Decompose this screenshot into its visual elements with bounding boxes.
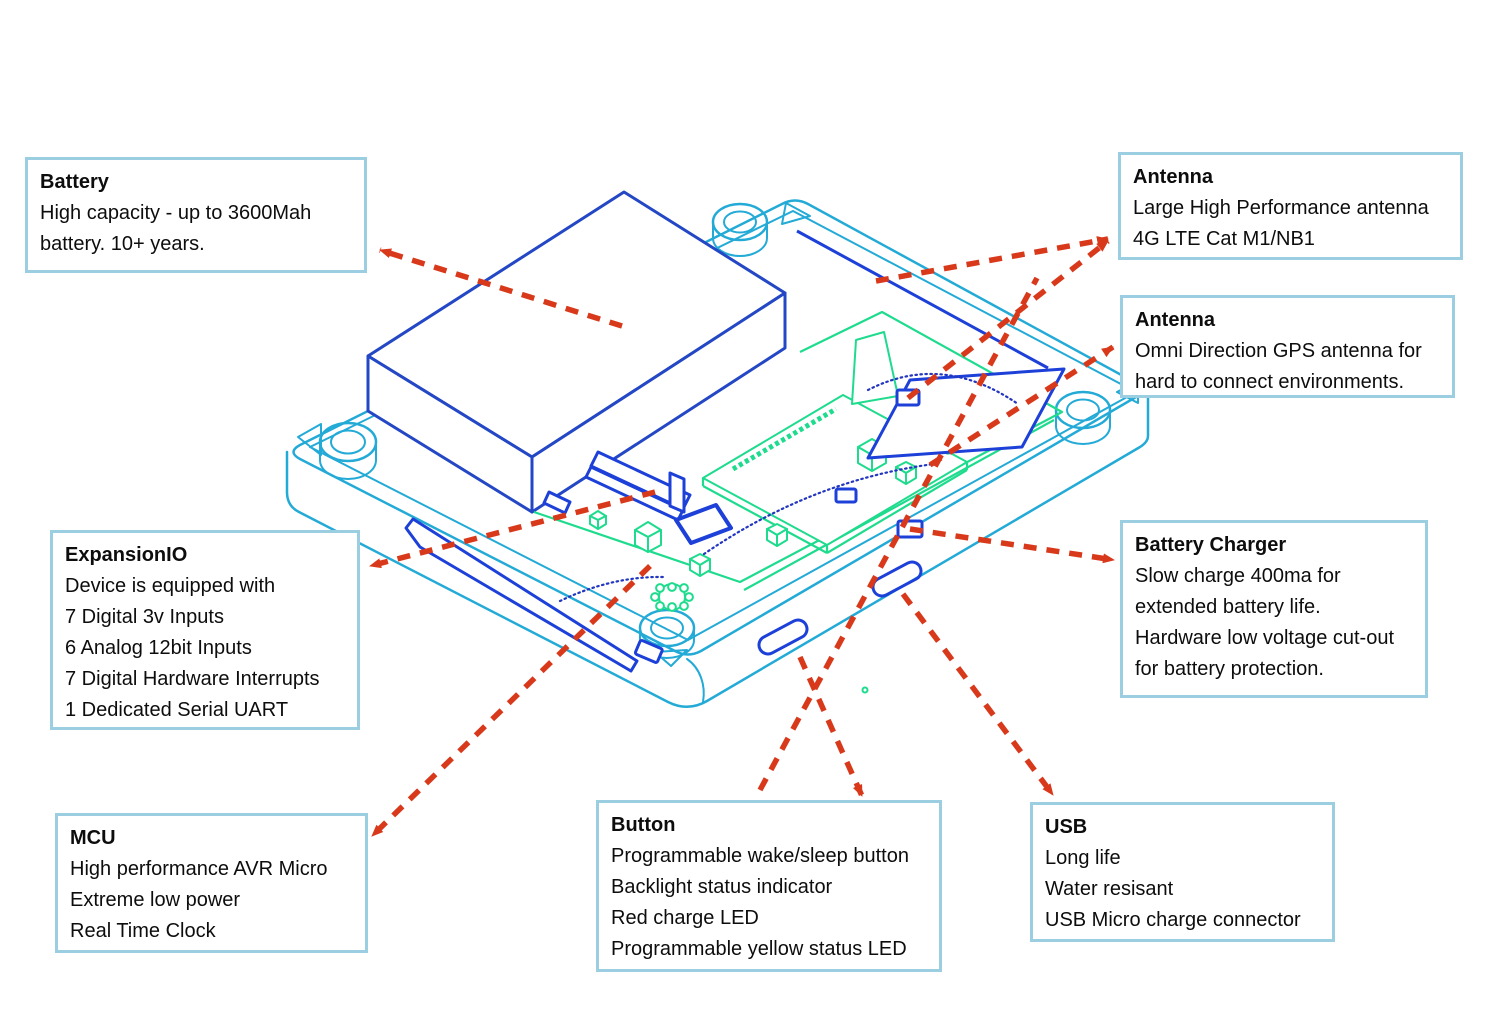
- leader-antenna-gps-long: [757, 276, 1040, 792]
- smt-cube: [634, 521, 662, 553]
- callout-expansion-io: ExpansionIO Device is equipped with 7 Di…: [50, 530, 360, 730]
- callout-battery-charger: Battery Charger Slow charge 400ma for ex…: [1120, 520, 1428, 698]
- mcu-chip: [674, 503, 733, 545]
- leader-battery-charger: [909, 526, 1115, 564]
- callout-line: USB Micro charge connector: [1045, 909, 1301, 931]
- expansion-io-connector: [542, 450, 692, 522]
- callout-line: Omni Direction GPS antenna for: [1135, 340, 1422, 362]
- leader-usb: [900, 592, 1056, 797]
- button-slot: [757, 618, 809, 656]
- callout-line: extended battery life.: [1135, 596, 1321, 618]
- leader-lines: [369, 236, 1115, 838]
- callout-title: ExpansionIO: [65, 544, 188, 566]
- callout-button: Button Programmable wake/sleep button Ba…: [596, 800, 942, 972]
- callout-line: Long life: [1045, 847, 1121, 869]
- callout-line: 7 Digital Hardware Interrupts: [65, 668, 320, 690]
- battery-drawing: [366, 190, 787, 514]
- callout-line: for battery protection.: [1135, 658, 1324, 680]
- mounting-boss-top: [711, 202, 811, 257]
- callout-line: Backlight status indicator: [611, 876, 833, 898]
- smt-cube: [589, 510, 607, 530]
- callout-battery: Battery High capacity - up to 3600Mah ba…: [25, 157, 367, 273]
- callout-antenna-lte: Antenna Large High Performance antenna 4…: [1118, 152, 1463, 260]
- callout-line: High performance AVR Micro: [70, 858, 328, 880]
- leader-antenna-lte-b: [906, 238, 1110, 401]
- callout-line: 7 Digital 3v Inputs: [65, 606, 224, 628]
- antenna-support-bracket: [851, 331, 899, 405]
- callout-title: Antenna: [1133, 166, 1213, 188]
- leader-button: [797, 655, 865, 798]
- smt-cube: [689, 553, 711, 577]
- smt-cube: [895, 461, 917, 485]
- callout-line: Slow charge 400ma for: [1135, 565, 1341, 587]
- callout-line: Programmable wake/sleep button: [611, 845, 909, 867]
- callout-line: Water resisant: [1045, 878, 1174, 900]
- callout-line: 1 Dedicated Serial UART: [65, 699, 289, 721]
- smt-cube: [766, 523, 788, 547]
- crystal-component: [650, 582, 694, 612]
- usb-slot: [871, 560, 923, 598]
- callout-usb: USB Long life Water resisant USB Micro c…: [1030, 802, 1335, 942]
- pcb-dot: [861, 686, 869, 694]
- callout-title: Button: [611, 814, 676, 836]
- gps-antenna-patch: [866, 367, 1066, 460]
- callout-line: Real Time Clock: [70, 920, 216, 942]
- antenna-wires: [558, 372, 1020, 603]
- callout-title: Antenna: [1135, 309, 1215, 331]
- module-silkscreen-text: [731, 406, 838, 472]
- leader-antenna-lte-a: [875, 236, 1109, 284]
- callout-line: Red charge LED: [611, 907, 759, 929]
- callout-title: Battery Charger: [1135, 534, 1287, 556]
- callout-line: hard to connect environments.: [1135, 371, 1405, 393]
- callout-line: Large High Performance antenna: [1133, 197, 1429, 219]
- smt-components-green: [589, 438, 917, 694]
- callout-title: USB: [1045, 816, 1088, 838]
- callout-line: battery. 10+ years.: [40, 233, 205, 255]
- callout-line: Extreme low power: [70, 889, 241, 911]
- leader-battery: [379, 247, 623, 329]
- callout-line: High capacity - up to 3600Mah: [40, 202, 312, 224]
- callout-line: Hardware low voltage cut-out: [1135, 627, 1395, 649]
- callout-line: 6 Analog 12bit Inputs: [65, 637, 252, 659]
- leader-mcu: [370, 564, 652, 838]
- callout-line: Device is equipped with: [65, 575, 276, 597]
- lte-antenna-strip: [796, 229, 1049, 370]
- callout-line: Programmable yellow status LED: [611, 938, 907, 960]
- leader-expansion-io: [369, 489, 656, 569]
- mounting-boss-left: [297, 421, 378, 480]
- callout-line: 4G LTE Cat M1/NB1: [1133, 228, 1315, 250]
- callout-title: MCU: [70, 827, 116, 849]
- callout-mcu: MCU High performance AVR Micro Extreme l…: [55, 813, 368, 953]
- side-vent-slot: [404, 517, 639, 673]
- callout-title: Battery: [40, 171, 109, 193]
- callout-antenna-gps: Antenna Omni Direction GPS antenna for h…: [1120, 295, 1455, 398]
